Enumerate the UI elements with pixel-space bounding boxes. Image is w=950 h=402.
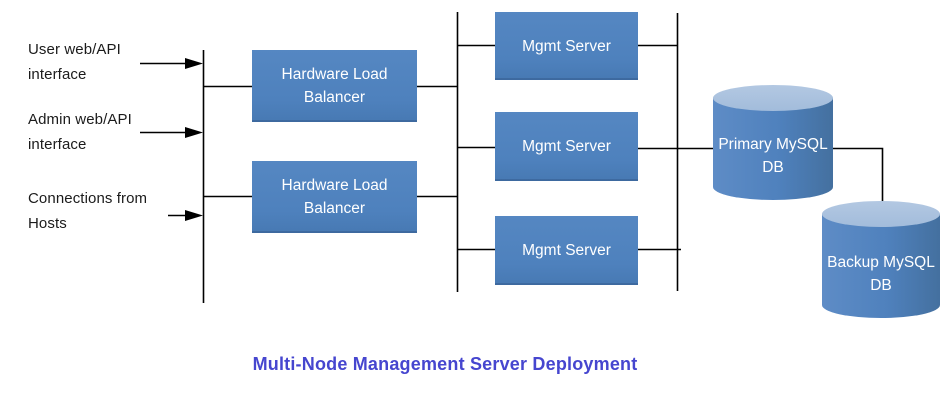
diagram-title: Multi-Node Management Server Deployment (252, 354, 638, 374)
load-balancer-1-label: Hardware Load Balancer (281, 66, 388, 106)
arrow-hosts-head (185, 210, 203, 221)
database-backup-label: Backup MySQL DB (827, 254, 935, 294)
input-label-hosts: Connections from Hosts (28, 190, 148, 232)
database-backup: Backup MySQL DB (822, 201, 940, 318)
mgmt-server-node-3: Mgmt Server (495, 216, 638, 285)
database-primary-label: Primary MySQL DB (718, 136, 828, 176)
primary-to-backup-connector (833, 147, 884, 208)
input-label-user: User web/API interface (28, 41, 121, 83)
database-primary-body (713, 98, 833, 200)
mgmt-server-3-label: Mgmt Server (522, 242, 611, 259)
load-balancer-node-2: Hardware Load Balancer (252, 161, 417, 233)
database-backup-top (822, 201, 940, 227)
mgmt-server-2-label: Mgmt Server (522, 138, 611, 155)
database-backup-body (822, 214, 940, 318)
mgmt-server-node-1: Mgmt Server (495, 12, 638, 80)
database-primary: Primary MySQL DB (713, 85, 833, 200)
mgmt-server-1-label: Mgmt Server (522, 37, 611, 55)
load-balancer-node-1: Hardware Load Balancer (252, 50, 417, 122)
load-balancer-2-label: Hardware Load Balancer (281, 177, 388, 217)
arrow-user-head (185, 58, 203, 69)
input-label-admin: Admin web/API interface (28, 111, 132, 153)
arrow-admin-head (185, 127, 203, 138)
database-primary-top (713, 85, 833, 111)
mgmt-server-node-2: Mgmt Server (495, 112, 638, 181)
